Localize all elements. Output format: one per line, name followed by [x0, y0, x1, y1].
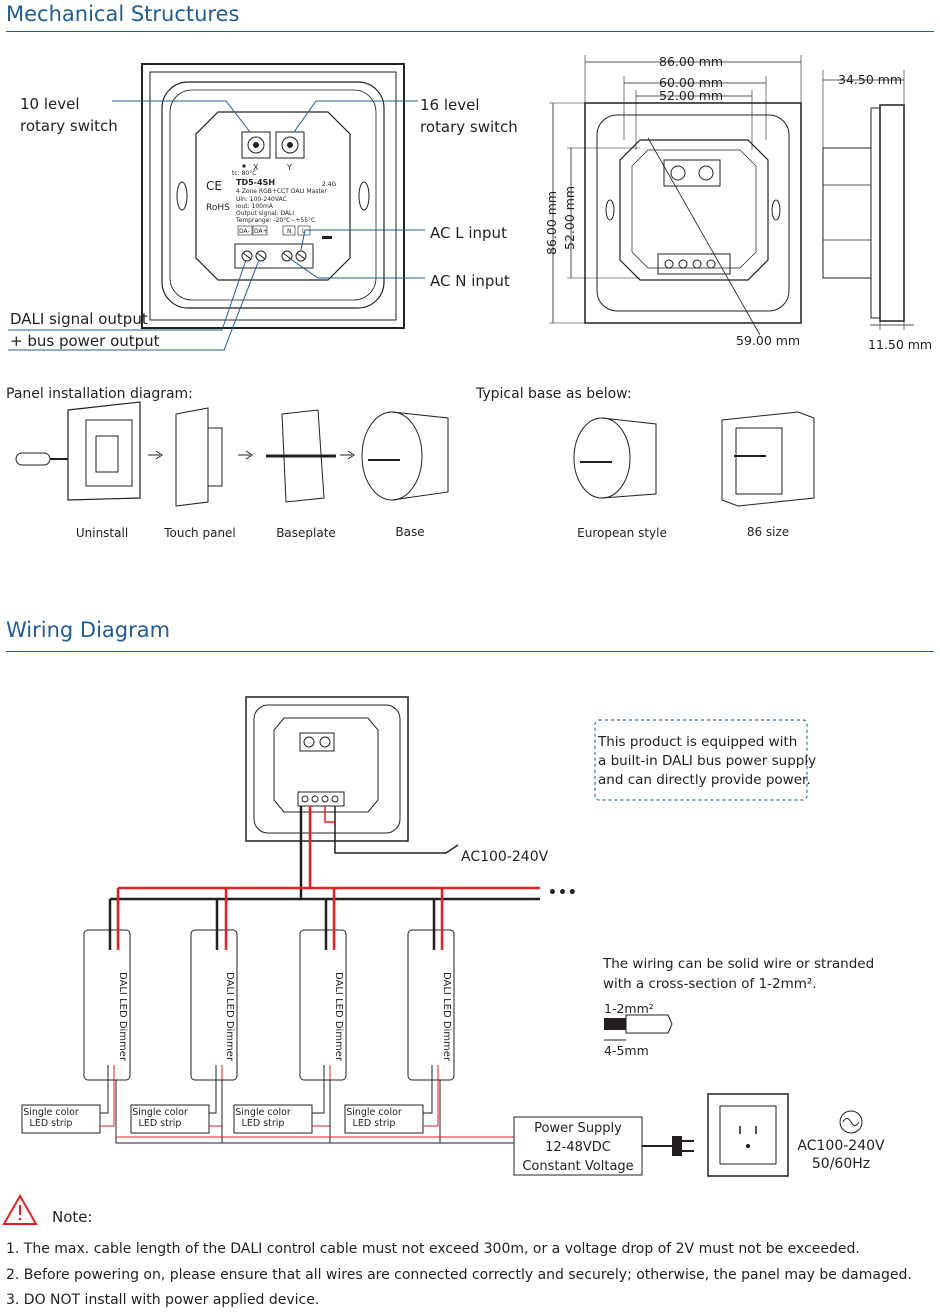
dim-thickness: 11.50 mm — [868, 337, 932, 352]
step-base: Base — [395, 525, 425, 539]
switch-x-label: X — [253, 163, 259, 172]
dim-height-outer: 86.00 mm — [544, 191, 559, 255]
dimmer-label: DALI LED Dimmer — [441, 972, 452, 1062]
heading-rule — [6, 31, 934, 32]
desc-label: 4 Zone RGB+CCT DALI Master — [236, 188, 327, 195]
wire-spec-note: The wiring can be solid wire or stranded… — [603, 956, 875, 992]
step-touch-panel: Touch panel — [164, 526, 236, 540]
ac-input-label: AC100-240V — [461, 849, 549, 865]
wire-sketch — [604, 1014, 673, 1041]
terminal-da-plus: DA+ — [254, 228, 268, 235]
iout-label: Iout: 100mA — [236, 203, 274, 210]
rf-label: 2.4G — [322, 181, 337, 188]
ce-mark: CE — [206, 179, 222, 193]
note-item: 2. Before powering on, please ensure tha… — [6, 1267, 912, 1283]
dim-width-inner: 52.00 mm — [659, 88, 723, 103]
tc-label: tc: 80°C — [232, 170, 256, 177]
switch-y-label: Y — [286, 163, 292, 172]
ac-l-callout: AC L input — [430, 224, 507, 242]
note-item: 3. DO NOT install with power applied dev… — [6, 1292, 320, 1308]
installation-title: Panel installation diagram: — [6, 386, 193, 402]
note-title: Note: — [52, 1208, 93, 1226]
wiring-panel — [245, 696, 409, 842]
warning-icon — [2, 1193, 38, 1225]
dimmer-modules — [83, 888, 455, 1081]
dim-width-mid: 60.00 mm — [659, 75, 723, 90]
ac-wire-black — [334, 806, 459, 854]
terminal-l: L — [302, 228, 306, 235]
bus-continues: ••• — [548, 885, 578, 901]
dimension-view: 86.00 mm 60.00 mm 52.00 mm 86.00 mm 52.0… — [544, 54, 932, 352]
dim-height-inner: 52.00 mm — [562, 186, 577, 250]
dali-output-callout: DALI signal output+ bus power output — [10, 310, 160, 350]
dimmer-label: DALI LED Dimmer — [117, 972, 128, 1062]
plug-icon — [642, 1136, 694, 1156]
dimmer-label: DALI LED Dimmer — [333, 972, 344, 1062]
ac-symbol-icon — [839, 1110, 863, 1134]
dim-depth: 34.50 mm — [838, 72, 902, 87]
heading-rule — [6, 651, 934, 652]
bases-title: Typical base as below: — [476, 386, 632, 402]
ac-n-callout: AC N input — [430, 272, 510, 290]
terminal-da-minus: DA- — [239, 228, 250, 235]
step-baseplate: Baseplate — [276, 526, 336, 540]
step-uninstall: Uninstall — [75, 526, 129, 540]
dim-width-outer: 86.00 mm — [659, 54, 723, 69]
rohs-mark: RoHS — [206, 203, 230, 213]
mechanical-structures-heading: Mechanical Structures — [6, 2, 240, 26]
uin-label: Uin: 100-240VAC — [236, 196, 287, 203]
note-item: 1. The max. cable length of the DALI con… — [6, 1241, 860, 1257]
output-label: Output signal: DALI — [236, 210, 294, 217]
base-european-style: European style — [577, 526, 667, 540]
dimmer-label: DALI LED Dimmer — [224, 972, 235, 1062]
output-wiring — [21, 1065, 514, 1144]
wiring-diagram-heading: Wiring Diagram — [6, 618, 171, 642]
ac-wire-red — [324, 806, 335, 823]
terminal-n: N — [287, 228, 292, 235]
wall-outlet-icon — [707, 1093, 789, 1177]
temp-label: Temprange: -20°C~+55°C — [235, 217, 315, 224]
dim-bottom: 59.00 mm — [736, 333, 800, 348]
base-86-size: 86 size — [746, 525, 790, 539]
front-panel-view: X Y tc: 80°C TD5-4SH 4 Zone RGB+CCT DALI… — [8, 63, 425, 351]
wire-cross-section: 1-2mm² — [604, 1001, 654, 1016]
note-box — [594, 719, 808, 801]
wire-strip-length: 4-5mm — [604, 1043, 649, 1058]
installation-illustrations — [15, 401, 815, 507]
model-label: TD5-4SH — [236, 178, 275, 187]
